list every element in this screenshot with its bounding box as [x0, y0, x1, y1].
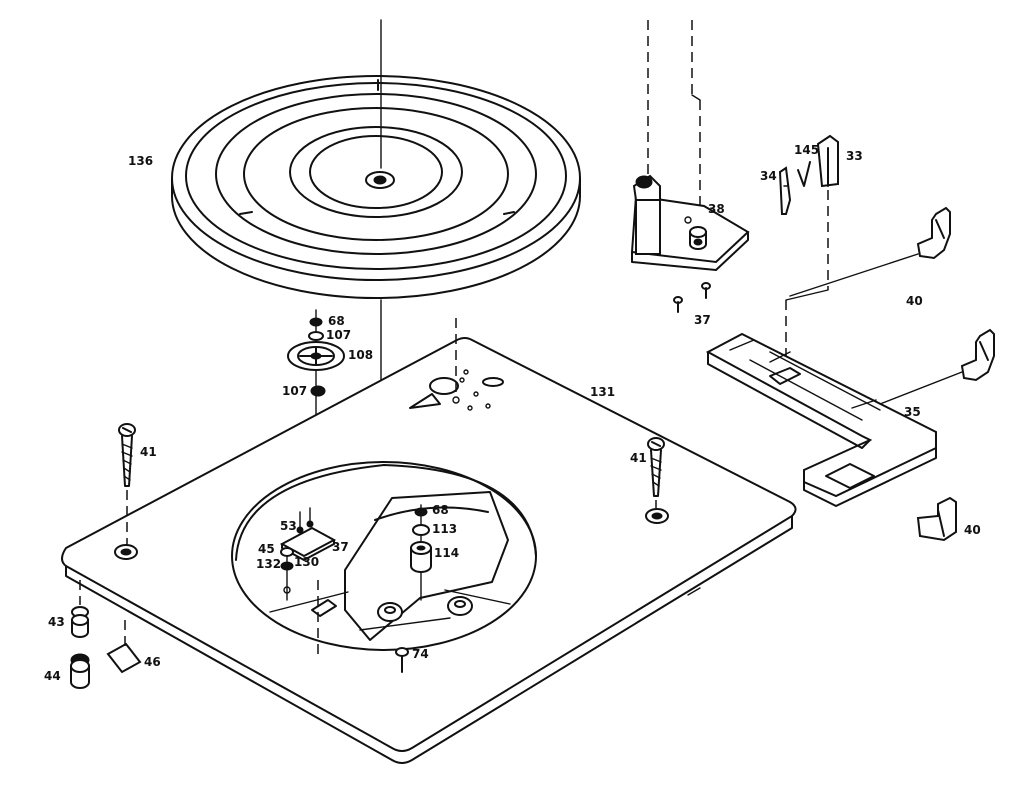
label-44: 44 [44, 669, 61, 683]
pin-74 [395, 647, 409, 673]
screw-right [647, 437, 665, 510]
key-top [789, 206, 951, 297]
label-35: 35 [904, 405, 921, 419]
label-45: 45 [258, 542, 275, 556]
label-114: 114 [434, 546, 459, 560]
label-130: 130 [294, 555, 319, 569]
label-53: 53 [280, 519, 297, 533]
small-bracket-assembly [279, 507, 337, 617]
label-43: 43 [48, 615, 65, 629]
platter [171, 75, 581, 299]
l-bracket [705, 332, 937, 507]
key-bottom [916, 496, 957, 542]
label-46: 46 [144, 655, 161, 669]
label-132: 132 [256, 557, 281, 571]
label-37-screws: 37 [694, 313, 711, 327]
label-131: 131 [590, 385, 615, 399]
label-37-bracket: 37 [332, 540, 349, 554]
cam-parts [778, 134, 839, 380]
label-68-spindle: 68 [432, 503, 449, 517]
label-145: 145 [794, 143, 819, 157]
label-40-bottom: 40 [964, 523, 981, 537]
screw-left [118, 423, 136, 545]
foot-parts [70, 580, 142, 689]
label-33: 33 [846, 149, 863, 163]
label-113: 113 [432, 522, 457, 536]
label-34: 34 [760, 169, 777, 183]
tonearm-base [630, 20, 750, 271]
label-74: 74 [412, 647, 429, 661]
label-107-bottom: 107 [282, 384, 307, 398]
label-68-idler: 68 [328, 314, 345, 328]
key-middle [879, 328, 995, 405]
label-108: 108 [348, 348, 373, 362]
label-38: 38 [708, 202, 725, 216]
label-107-top: 107 [326, 328, 351, 342]
screws-37 [673, 282, 711, 313]
part-labels: 136 68 107 108 107 41 41 131 38 37 34 14… [44, 143, 981, 683]
label-41-right: 41 [630, 451, 647, 465]
spindle-assembly [410, 504, 432, 601]
label-136: 136 [128, 154, 153, 168]
label-41-left: 41 [140, 445, 157, 459]
label-40-top: 40 [906, 294, 923, 308]
